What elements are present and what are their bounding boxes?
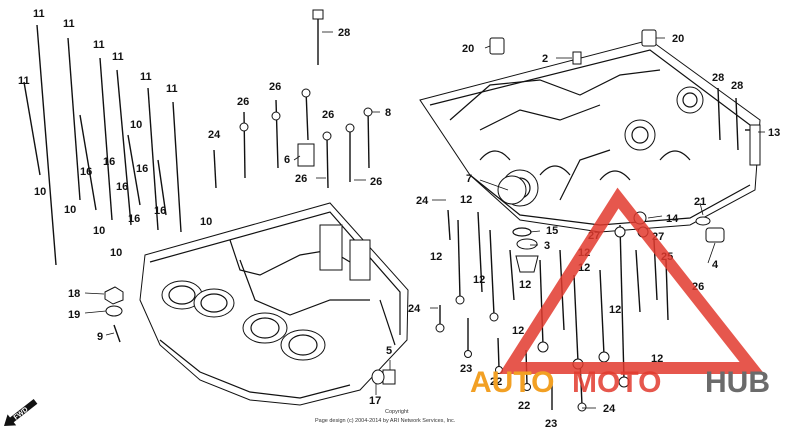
label-12: 12	[473, 274, 485, 286]
label-16: 16	[103, 156, 115, 168]
label-16: 16	[80, 166, 92, 178]
watermark-hub: HUB	[705, 366, 770, 399]
label-24: 24	[408, 303, 421, 315]
label-17: 17	[369, 395, 381, 407]
label-10: 10	[110, 247, 122, 259]
label-23: 23	[460, 363, 472, 375]
label-16: 16	[154, 205, 166, 217]
label-28: 28	[712, 72, 724, 84]
copyright-line1: Copyright	[385, 409, 409, 415]
label-18: 18	[68, 288, 80, 300]
label-3: 3	[544, 240, 550, 252]
watermark-auto: AUTO	[470, 366, 554, 399]
label-12: 12	[609, 304, 621, 316]
label-24: 24	[603, 403, 616, 415]
label-20: 20	[672, 33, 684, 45]
label-11: 11	[18, 75, 30, 87]
label-26: 26	[370, 176, 382, 188]
label-16: 16	[128, 213, 140, 225]
watermark-moto: MOTO	[572, 366, 661, 399]
label-26: 26	[237, 96, 249, 108]
label-28: 28	[338, 27, 350, 39]
label-11: 11	[140, 71, 152, 83]
label-10: 10	[130, 119, 142, 131]
cylinder-studs	[23, 24, 182, 266]
callout-labels: 11 11 11 11 11 11 11 10 10 10 10 10 10 1…	[18, 8, 780, 430]
leader-lines	[84, 31, 765, 409]
label-11: 11	[33, 8, 45, 20]
label-12: 12	[430, 251, 442, 263]
label-8: 8	[385, 107, 391, 119]
fwd-arrow: FWD	[4, 399, 38, 426]
label-26: 26	[269, 81, 281, 93]
label-10: 10	[200, 216, 212, 228]
label-9: 9	[97, 331, 103, 343]
label-10: 10	[34, 186, 46, 198]
watermark: AUTO MOTO HUB	[470, 187, 770, 399]
label-12: 12	[512, 325, 524, 337]
label-19: 19	[68, 309, 80, 321]
label-20: 20	[462, 43, 474, 55]
label-24: 24	[208, 129, 221, 141]
label-10: 10	[93, 225, 105, 237]
label-11: 11	[93, 39, 105, 51]
label-11: 11	[63, 18, 75, 30]
label-22: 22	[490, 376, 502, 388]
label-14: 14	[666, 213, 679, 225]
label-2: 2	[542, 53, 548, 65]
label-21: 21	[694, 196, 706, 208]
label-12: 12	[519, 279, 531, 291]
label-26: 26	[295, 173, 307, 185]
upper-bolts	[213, 9, 373, 189]
label-26: 26	[322, 109, 334, 121]
label-11: 11	[166, 83, 178, 95]
label-7: 7	[466, 173, 472, 185]
label-6: 6	[284, 154, 290, 166]
watermark-triangle-icon	[499, 187, 765, 374]
label-10: 10	[64, 204, 76, 216]
fwd-label: FWD	[13, 406, 30, 421]
label-15: 15	[546, 225, 558, 237]
label-5: 5	[386, 345, 392, 357]
lower-crankcase	[139, 202, 409, 406]
label-23: 23	[545, 418, 557, 430]
label-4: 4	[712, 259, 719, 271]
label-11: 11	[112, 51, 124, 63]
label-16: 16	[136, 163, 148, 175]
label-12: 12	[460, 194, 472, 206]
label-13: 13	[768, 127, 780, 139]
label-16: 16	[116, 181, 128, 193]
label-28: 28	[731, 80, 743, 92]
copyright-line2: Page design (c) 2004-2014 by ARI Network…	[315, 418, 456, 424]
label-24: 24	[416, 195, 429, 207]
label-22: 22	[518, 400, 530, 412]
